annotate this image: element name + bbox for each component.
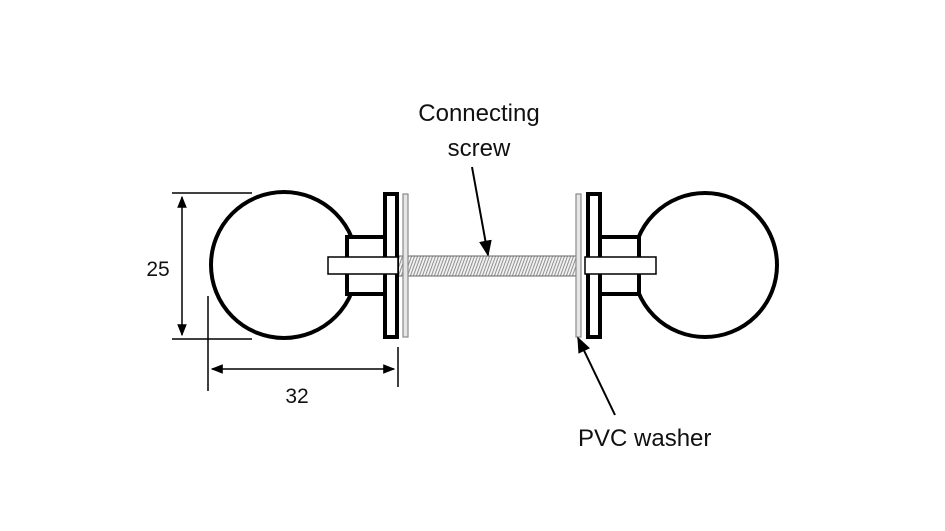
screw-leader-arrow — [471, 166, 492, 257]
height-dimension: 25 — [146, 192, 252, 340]
right-pvc-washer — [575, 193, 582, 338]
left-knob — [209, 190, 409, 340]
height-dimension-value: 25 — [146, 258, 169, 281]
washer-label: PVC washer — [578, 425, 711, 452]
projection-dimension-value: 32 — [285, 385, 308, 408]
right-knob — [575, 191, 779, 339]
projection-dimension: 32 — [207, 296, 399, 408]
connecting-screw — [397, 255, 581, 277]
washer-leader-arrow — [577, 336, 616, 416]
screw-label-line1: Connecting — [418, 100, 539, 127]
right-spindle — [584, 256, 657, 275]
screw-label-line2: screw — [448, 135, 511, 162]
left-spindle — [327, 256, 399, 275]
left-pvc-washer — [402, 193, 409, 338]
